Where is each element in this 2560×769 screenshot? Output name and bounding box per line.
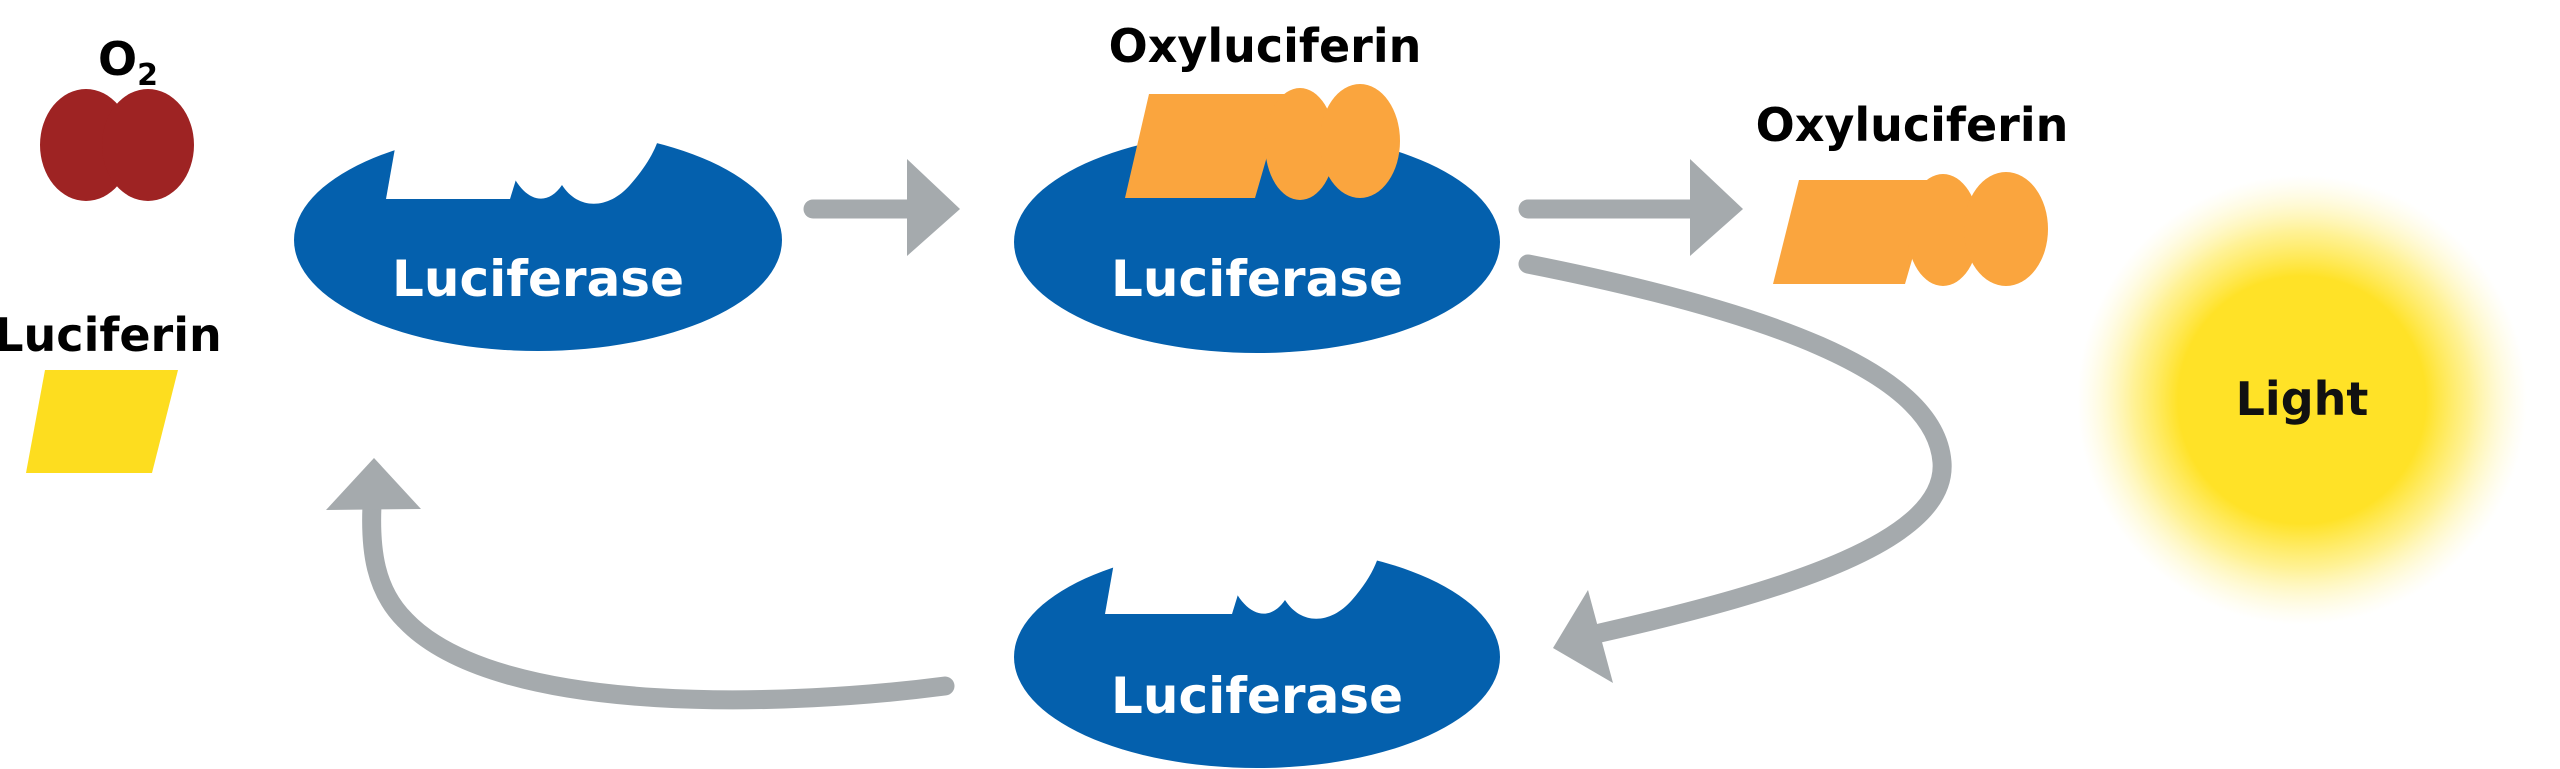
oxyluciferin-free-label: Oxyluciferin [1756, 98, 2069, 152]
luciferase-label-2: Luciferase [1111, 250, 1403, 308]
o2-label: O2 [98, 32, 158, 93]
luciferin-shape [26, 370, 178, 473]
oxygen-molecule [40, 89, 194, 201]
light-label: Light [2236, 372, 2369, 426]
luciferase-label-3: Luciferase [1111, 667, 1403, 725]
luciferin-label: Luciferin [0, 308, 222, 362]
oxygen-atom-right [102, 89, 194, 201]
luciferase-label-1: Luciferase [392, 250, 684, 308]
arrow-curved-right [1518, 254, 1952, 683]
oxyluciferin-free-shape [1773, 172, 2048, 286]
oxyluciferin-bound-shape [1125, 84, 1400, 200]
arrow-curved-left [326, 458, 955, 710]
light-glow [2077, 175, 2527, 625]
arrow-straight-1 [803, 159, 960, 256]
arrow-straight-2 [1518, 159, 1743, 256]
luciferase-enzyme-empty-top [294, 118, 782, 351]
oxyluciferin-bound-label: Oxyluciferin [1109, 19, 1422, 73]
luciferase-enzyme-empty-bottom [1014, 535, 1500, 768]
